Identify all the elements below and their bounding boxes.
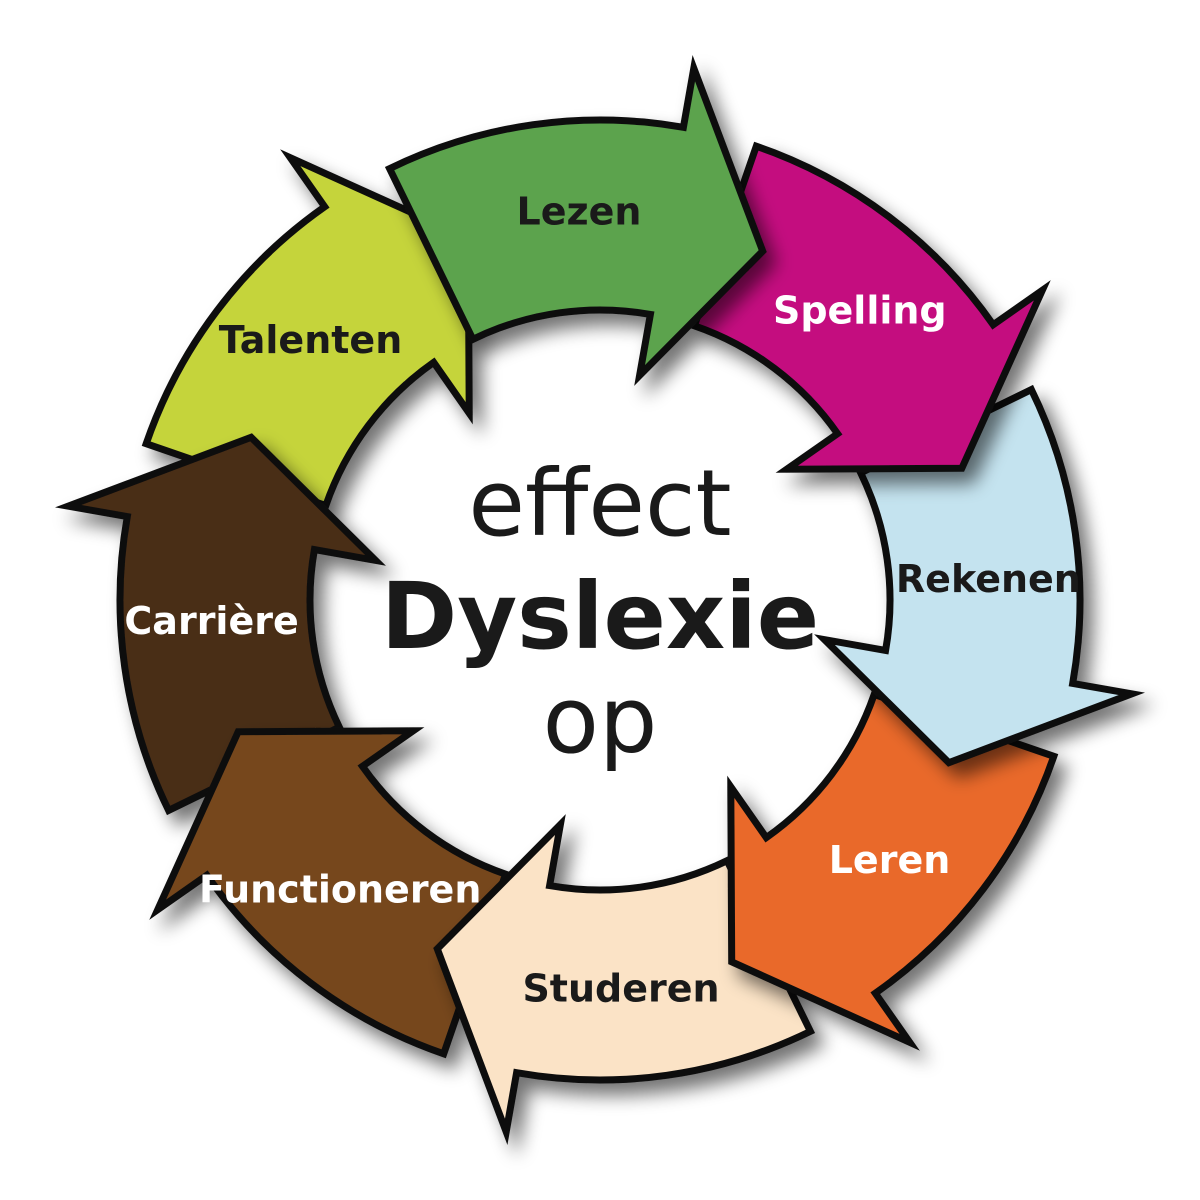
cycle-arrow-functioneren	[149, 727, 511, 1059]
cycle-segments	[55, 55, 1145, 1145]
cycle-label-functioneren: Functioneren	[199, 868, 481, 912]
center-line-effect: effect	[468, 450, 731, 557]
cycle-arrow-carrière	[55, 433, 386, 816]
cycle-label-spelling: Spelling	[773, 289, 947, 333]
cycle-label-carrière: Carrière	[124, 599, 298, 643]
cycle-arrow-lezen	[384, 55, 767, 386]
center-title: effect Dyslexie op	[381, 450, 819, 774]
center-line-dyslexie: Dyslexie	[381, 563, 819, 670]
cycle-arrow-rekenen	[814, 384, 1145, 767]
cycle-arrow-leren	[727, 689, 1059, 1051]
cycle-arrow-talenten	[141, 149, 473, 511]
cycle-label-lezen: Lezen	[517, 190, 642, 234]
cycle-label-studeren: Studeren	[522, 966, 719, 1010]
cycle-arrow-spelling	[689, 141, 1051, 473]
cycle-label-leren: Leren	[829, 838, 951, 882]
cycle-arrow-studeren	[433, 814, 816, 1145]
cycle-label-talenten: Talenten	[219, 318, 403, 362]
center-line-op: op	[543, 667, 658, 774]
cycle-label-rekenen: Rekenen	[896, 557, 1081, 601]
